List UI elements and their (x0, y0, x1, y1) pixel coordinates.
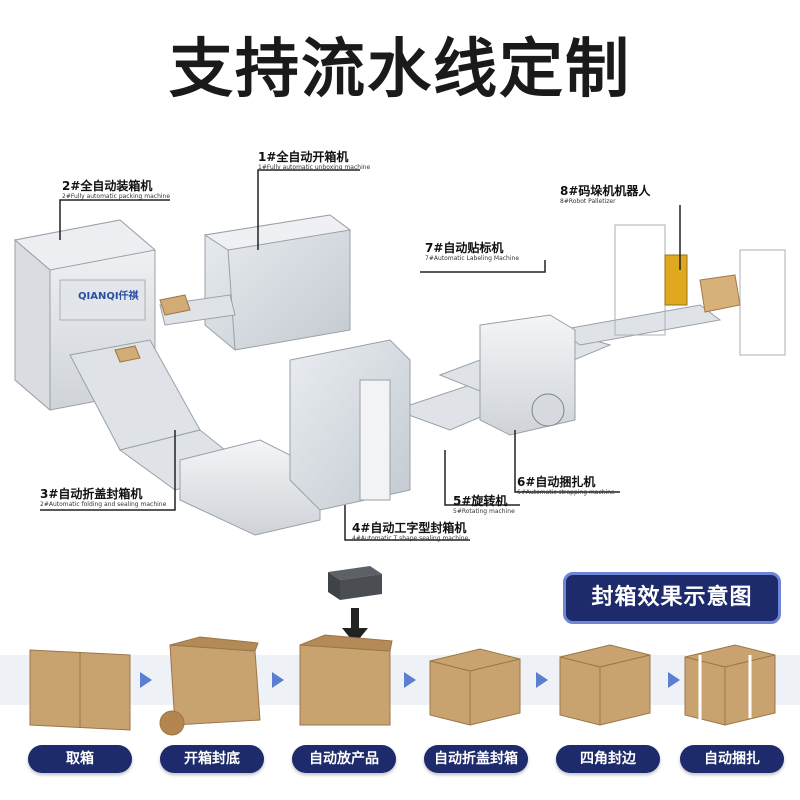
strapping-machine (479, 314, 576, 436)
flat-carton (29, 649, 131, 731)
step-corner-seal: 四角封边 (556, 745, 660, 773)
sealing-machines (179, 339, 411, 536)
label-leader-lines (40, 169, 681, 541)
open-carton (159, 636, 261, 736)
step-auto-place-product: 自动放产品 (292, 745, 396, 773)
closed-carton (429, 648, 521, 726)
step-auto-fold-seal: 自动折盖封箱 (424, 745, 528, 773)
brand-logo: QIANQI仟祺 (78, 291, 139, 302)
robot-palletizer (614, 224, 786, 356)
step-auto-strap: 自动捆扎 (680, 745, 784, 773)
page-title: 支持流水线定制 (169, 33, 631, 107)
product-drop-icon (328, 566, 382, 644)
sealed-carton (559, 644, 651, 726)
step-open-seal-bottom: 开箱封底 (160, 745, 264, 773)
step-arrows (140, 672, 680, 688)
production-line-illustration (13, 169, 786, 541)
box-effect-strip (0, 634, 800, 736)
carton-boxes (114, 294, 191, 363)
packing-machine (13, 219, 157, 412)
section-badge: 封箱效果示意图 (563, 572, 781, 624)
carton-with-product (299, 634, 393, 726)
strapped-carton (684, 644, 776, 726)
step-take-box: 取箱 (28, 745, 132, 773)
unboxing-machine (203, 214, 352, 351)
